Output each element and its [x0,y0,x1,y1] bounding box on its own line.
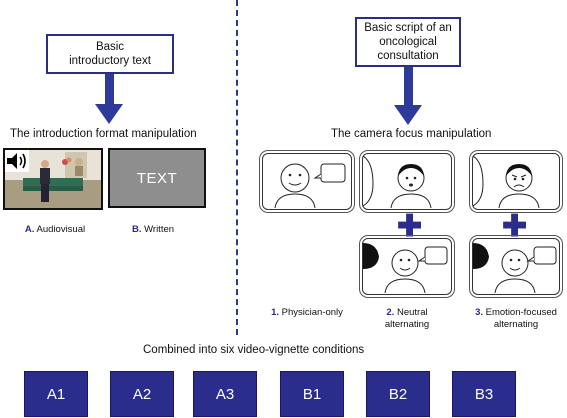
basic-introductory-text-box: Basic introductory text [46,34,174,74]
condition-box-b3: B3 [452,371,516,417]
left-arrow-head [95,104,123,124]
intro-format-heading: The introduction format manipulation [10,128,197,140]
label-written: B. Written [118,224,188,236]
label-opt3-num: 3. [475,307,483,318]
label-opt3-line2: alternating [493,319,539,330]
script-box-line1: Basic script of an [364,22,452,34]
label-opt2-line2: alternating [384,319,430,330]
plus-icon: ✚ [502,210,528,243]
speaker-icon [5,150,29,172]
label-opt3-line1: Emotion-focused [485,307,557,318]
condition-box-a1: A1 [24,371,88,417]
right-arrow-head [394,105,422,125]
label-opt1-text: Physician-only [281,307,343,318]
label-written-letter: B. [131,224,142,235]
condition-box-a2: A2 [110,371,174,417]
left-arrow-shaft [105,74,114,106]
right-arrow-shaft [404,67,413,107]
condition-box-b1: B1 [280,371,344,417]
written-panel-text: TEXT [136,169,178,187]
label-written-text: Written [144,224,175,235]
combined-conditions-heading: Combined into six video-vignette conditi… [143,344,365,356]
label-audiovisual: A. Audiovisual [10,224,100,236]
condition-box-a3: A3 [193,371,257,417]
panel-emotion-patient [469,150,563,213]
camera-focus-heading: The camera focus manipulation [331,128,492,140]
dashed-divider [236,0,238,335]
label-physician-only: 1. Physician-only [262,307,352,319]
label-neutral-alternating: 2. Neutral alternating [362,307,452,331]
label-opt2-num: 2. [386,307,395,318]
audiovisual-video-still [3,148,103,210]
basic-script-box: Basic script of an oncological consultat… [355,17,461,67]
label-opt1-num: 1. [271,307,280,318]
plus-icon: ✚ [397,210,423,243]
label-emotion-focused-alternating: 3. Emotion-focused alternating [468,307,564,331]
panel-physician-only [259,150,355,213]
label-opt2-line1: Neutral [396,307,428,318]
label-audiovisual-text: Audiovisual [36,224,86,235]
script-box-line2: oncological [379,36,437,48]
label-audiovisual-letter: A. [24,224,35,235]
intro-box-line2: introductory text [69,55,151,67]
panel-neutral-patient [359,150,455,213]
panel-emotion-physician [469,235,563,298]
written-text-panel: TEXT [108,148,206,208]
panel-neutral-physician [359,235,455,298]
condition-box-b2: B2 [366,371,430,417]
intro-box-line1: Basic [95,41,125,53]
script-box-line3: consultation [377,50,439,62]
